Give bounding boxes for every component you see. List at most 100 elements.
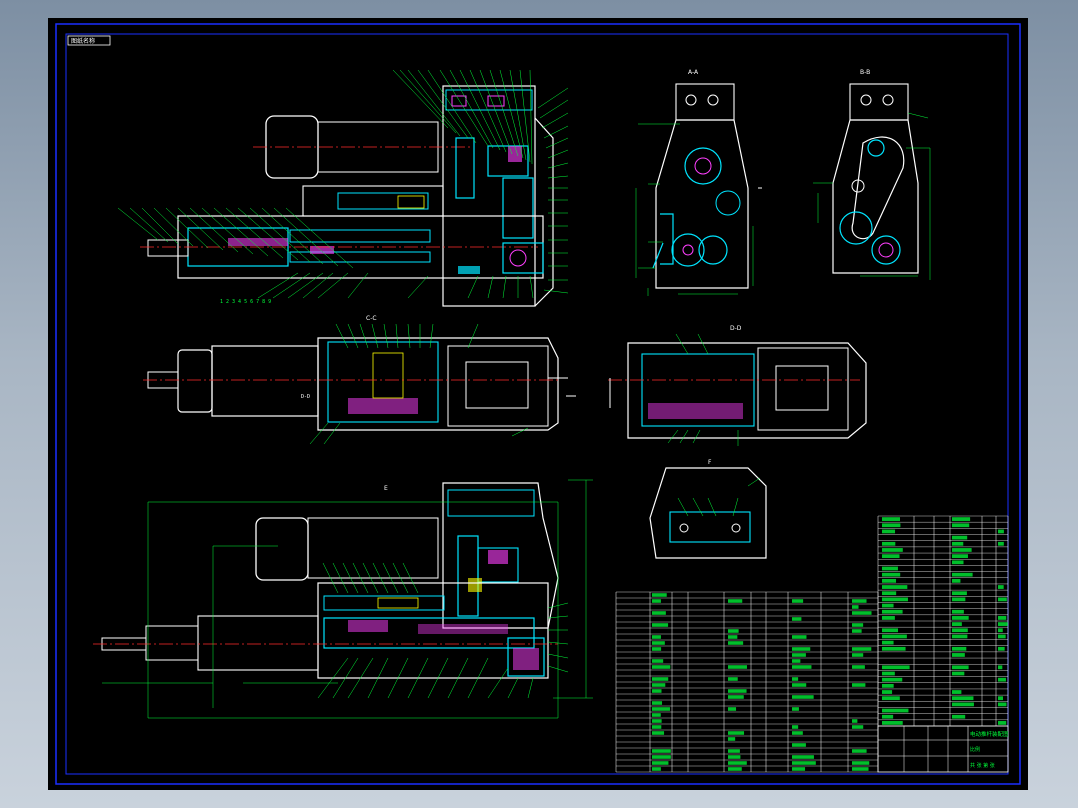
e-leaders [317,562,569,699]
drawing-sheet: 图纸名称 [48,18,1028,790]
d-gear-section [641,353,755,427]
bom-cell-text [652,641,665,645]
bom-cell-text [652,593,667,597]
bom-cell-text [998,541,1004,546]
gear-hatch [508,146,522,162]
bom-cell-text [652,689,662,693]
bom-cell-text [652,635,661,639]
section-b-label: B-B [860,69,870,76]
bom-cell-text [852,653,864,657]
bom-cell-text [652,683,666,687]
bom-cell-text [882,714,894,719]
bom-cell-text [882,683,894,688]
bom-cell-text [882,578,897,583]
bom-cell-text [652,731,665,735]
bom-cell-text [852,719,858,723]
c-leaders [309,323,529,445]
bom-cell-text [652,599,661,603]
bom-cell-text [792,725,799,729]
f-hole-2 [731,523,741,533]
detail-f-view: F [649,459,767,559]
bom-cell-text [882,690,893,694]
b-pulley-low [839,211,873,245]
bom-cell-text [728,665,747,669]
bom-cell-text [998,529,1004,534]
e-rod [145,625,199,661]
main-section-view: 1 2 3 4 5 6 7 8 9 [117,69,569,307]
bom-cell-text [652,611,666,615]
a-gear-low-right [698,235,728,265]
e-brake [323,595,445,611]
bom-cell-text [652,725,662,729]
bom-cell-text [952,517,971,521]
e-gear-cluster [477,547,519,583]
bom-cell-text [882,634,907,639]
bom-cell-text [998,585,1004,589]
bom-cell-text [952,523,970,528]
scale-label: 比例 [970,746,980,753]
c-cover-plate [447,345,549,427]
a-gear-low-hub [682,244,694,256]
e-dimension-lines [102,479,593,719]
leaders-view-1 [117,69,569,299]
bom-cell-text [852,725,864,729]
bom-cell-text [882,609,903,614]
c-hatch [348,398,418,414]
bom-cell-text [652,707,670,711]
c-section-mark: D-D [301,394,310,400]
bom-cell-text [882,628,899,633]
bom-cell-text [792,647,811,651]
section-b-view: B-B [813,69,931,280]
bom-cell-text [952,714,966,719]
bom-cell-text [792,683,807,687]
bom-cell-text [792,635,807,639]
e-nut-hatch [348,620,388,632]
e-bearing-block [507,637,545,677]
f-leaders [677,477,761,517]
bom-cell-text [728,761,747,765]
bom-cell-text [792,755,814,759]
bom-cell-text [652,665,671,669]
upper-housing [302,185,444,217]
bom-cell-text [728,749,740,753]
bom-cell-text [652,659,664,663]
a-bracket [660,213,674,265]
bom-cell-text [882,696,900,701]
bom-cell-text [952,665,969,670]
nut-tube [289,251,431,263]
bom-cell-text [882,616,895,620]
bom-cell-text [882,677,903,682]
brake-spring [397,195,425,209]
lead-screw [289,229,431,243]
a-top-hole-2 [707,94,719,106]
e-screw-hatch [418,624,508,634]
d-leaders [667,333,739,446]
bom-cell-text [728,677,738,681]
e-motor-housing [307,517,439,579]
bom-cell-text [792,707,799,711]
a-dimension-lines [635,123,754,296]
bom-cell-text [652,767,661,771]
bom-cell-text [852,611,872,615]
b-belt [851,136,905,240]
bom-cell-text [852,761,870,765]
d-hatch [648,403,743,419]
bom-cell-text [952,554,968,559]
bom-cell-text [728,707,737,711]
d-cover-plate [757,347,849,431]
bom-cell-text [882,554,900,559]
a-top-hole-1 [685,94,697,106]
bom-cell-text [852,683,866,687]
bom-cell-text [952,646,967,651]
bom-cell-text [882,603,894,608]
b-pulley-top [867,139,885,157]
bom-cell-text [852,749,867,753]
section-e-label: E [384,485,388,492]
bom-cell-text [882,541,896,546]
brake-assembly [337,192,429,210]
bom-cell-text [792,761,816,765]
bom-cell-text [998,665,1003,670]
section-f-label: F [708,459,712,466]
a-gear-top-hub [694,157,712,175]
bom-cell-text [998,616,1007,620]
